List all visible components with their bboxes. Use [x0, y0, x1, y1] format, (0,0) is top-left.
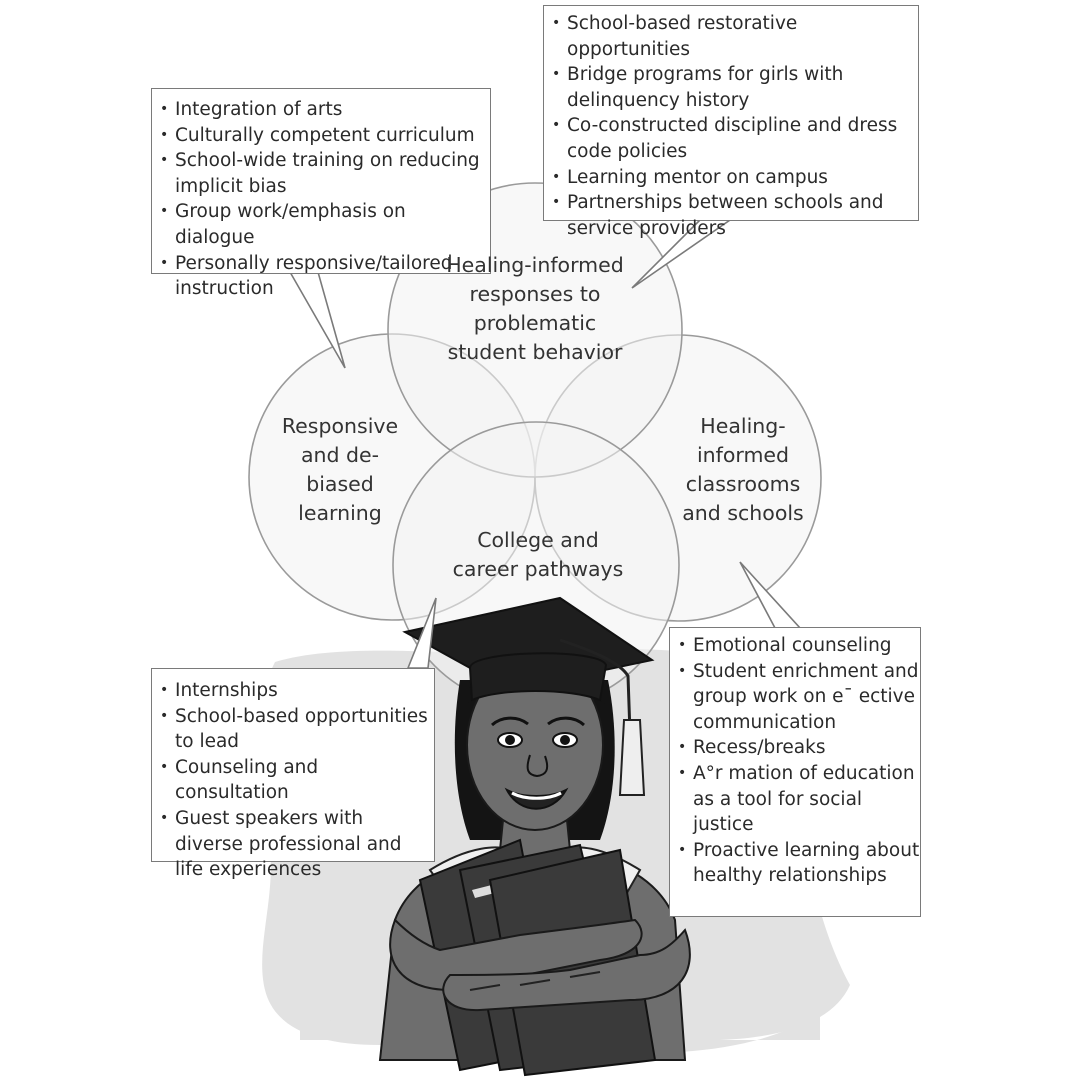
callout-item: Recess/breaks: [676, 735, 920, 761]
callout-item: Counseling and consultation: [158, 755, 434, 806]
callout-item: Culturally competent curriculum: [158, 123, 490, 149]
callout-item: Emotional counseling: [676, 633, 920, 659]
callout-bottom-right: Emotional counselingStudent enrichment a…: [669, 627, 921, 917]
callout-item: Learning mentor on campus: [550, 165, 918, 191]
callout-item: Internships: [158, 678, 434, 704]
callout-top-right-list: School-based restorative opportunitiesBr…: [550, 11, 918, 241]
callout-item: Bridge programs for girls with delinquen…: [550, 62, 918, 113]
callout-item: School-wide training on reducing implici…: [158, 148, 490, 199]
callout-item: Personally responsive/tailored instructi…: [158, 251, 490, 302]
callout-bottom-right-list: Emotional counselingStudent enrichment a…: [676, 633, 920, 889]
callout-top-left: Integration of artsCulturally competent …: [151, 88, 491, 299]
circle-label-healing-classrooms: Healing-informed classrooms and schools: [682, 414, 804, 525]
callout-item: School-based restorative opportunities: [550, 11, 918, 62]
callout-top-right: School-based restorative opportunitiesBr…: [543, 5, 919, 239]
callout-item: Proactive learning about healthy relatio…: [676, 838, 920, 889]
callout-item: Guest speakers with diverse professional…: [158, 806, 434, 883]
graduate-girl-with-books-icon: [378, 596, 691, 1077]
callout-bottom-left: InternshipsSchool-based opportunities to…: [151, 668, 435, 880]
callout-item: Co-constructed discipline and dress code…: [550, 113, 918, 164]
circle-label-responsive-learning: Responsive and de-biased learning: [281, 414, 399, 525]
callout-item: Partnerships between schools and service…: [550, 190, 918, 241]
callout-item: A°r mation of education as a tool for so…: [676, 761, 920, 838]
callout-bottom-left-list: InternshipsSchool-based opportunities to…: [158, 678, 434, 883]
callout-item: School-based opportunities to lead: [158, 704, 434, 755]
callout-item: Group work/emphasis on dialogue: [158, 199, 490, 250]
circle-label-college-career: College and career pathways: [452, 528, 624, 581]
callout-item: Student enrichment and group work on e¯ …: [676, 659, 920, 736]
callout-top-left-list: Integration of artsCulturally competent …: [158, 97, 490, 302]
callout-item: Integration of arts: [158, 97, 490, 123]
circle-label-healing-responses: Healing-informed responses to problemati…: [446, 253, 624, 364]
